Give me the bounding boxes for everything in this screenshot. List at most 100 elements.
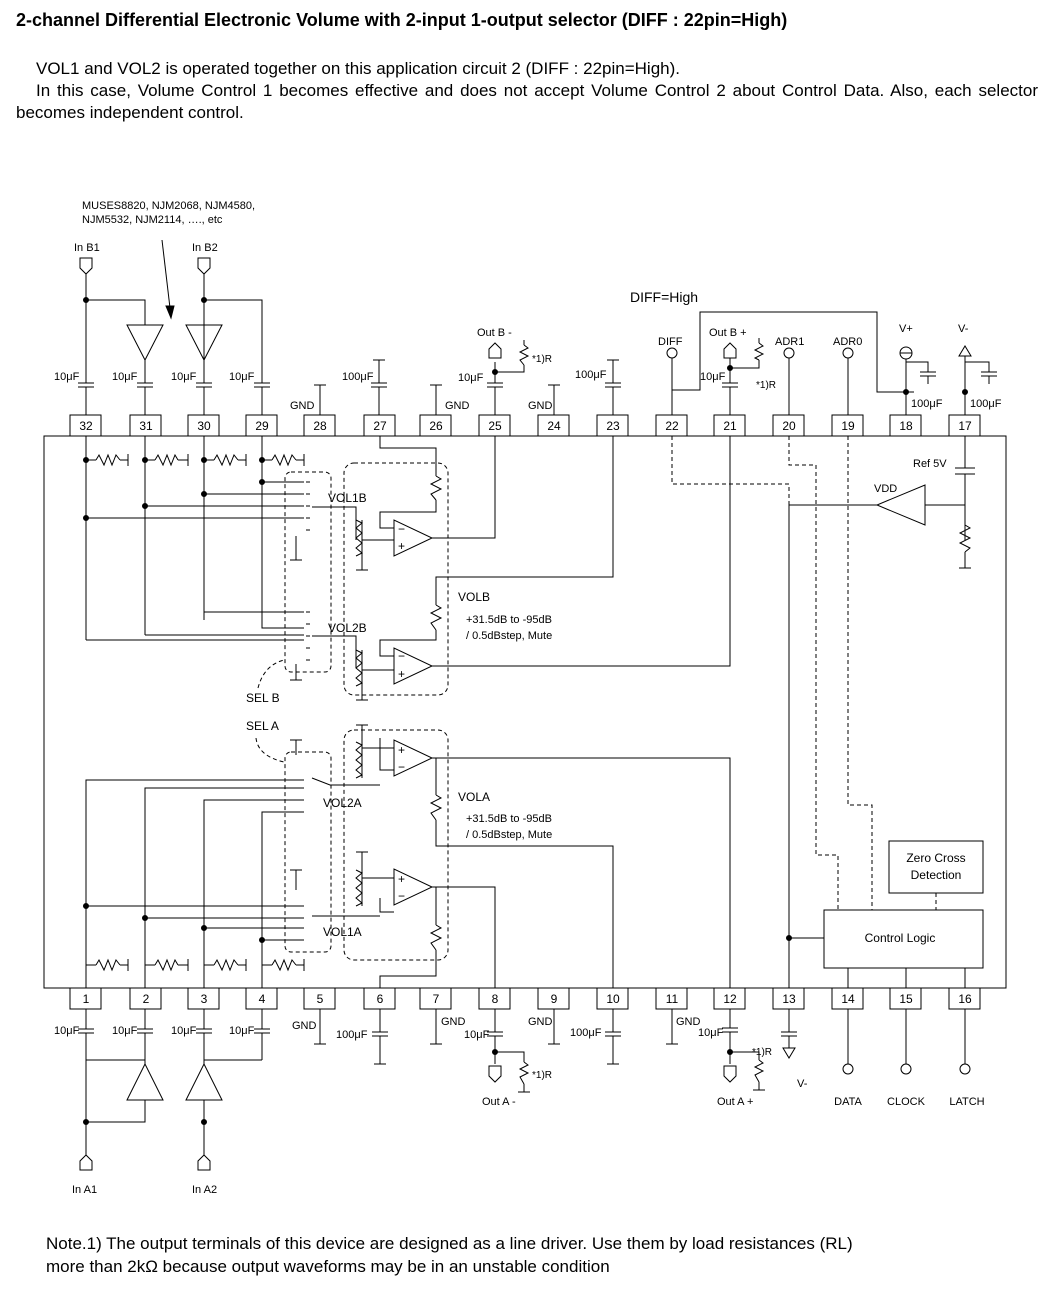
pin-28: 28 [313,419,327,433]
cap-27-label: 100μF [342,371,374,383]
out-a-plus-terminal [723,1065,737,1083]
cap-3-label: 10μF [171,1025,197,1037]
opamp-note-line-2: NJM5532, NJM2114, …., etc [82,214,223,226]
vminus-label: V- [958,323,969,335]
svg-text:−: − [398,889,405,903]
vola-step: / 0.5dBstep, Mute [466,829,552,841]
cap-21-label: 10μF [700,371,726,383]
pin-3: 3 [201,992,208,1006]
pin-32: 32 [79,419,93,433]
gnd-11-label: GND [676,1016,701,1028]
page-title: 2-channel Differential Electronic Volume… [16,10,788,30]
adr1-terminal [783,347,795,359]
cap-10-label: 100μF [570,1027,602,1039]
gnd-9-label: GND [528,1016,553,1028]
cap-32-label: 10μF [54,371,80,383]
pin-23: 23 [606,419,620,433]
pin-12: 12 [723,992,737,1006]
internal-wiring-control [671,436,975,988]
opamp-vol1a [393,868,434,906]
svg-text:−: − [398,522,405,536]
bottom-capacitors [78,1009,270,1060]
vol2a-label: VOL2A [323,796,362,810]
svg-text:+: + [398,743,405,757]
pin-24: 24 [547,419,561,433]
pin-8: 8 [492,992,499,1006]
diff-label: DIFF [658,336,683,348]
clock-label: CLOCK [887,1096,926,1108]
cap-25-label: 10μF [458,372,484,384]
pin-14: 14 [841,992,855,1006]
svg-text:−: − [398,649,405,663]
pin-27: 27 [373,419,387,433]
out-b-minus-label: Out B - [477,327,512,339]
volume-b-box [343,462,449,696]
cap-17-label: 100μF [970,398,1002,410]
opamp-note-arrowhead [165,305,175,320]
pin-21: 21 [723,419,737,433]
selector-a-box [284,751,332,953]
in-a2-terminal [197,1154,211,1171]
vdd-label: VDD [874,483,897,495]
pin-2: 2 [143,992,150,1006]
pin-7: 7 [433,992,440,1006]
out-a-minus-terminal [488,1065,502,1083]
pin-29: 29 [255,419,269,433]
ref5v-label: Ref 5V [913,458,947,470]
adr0-label: ADR0 [833,336,862,348]
svg-text:+: + [398,539,405,553]
vola-label: VOLA [458,790,490,804]
pin-25: 25 [488,419,502,433]
adr0-terminal [842,347,854,359]
intro-line-2: In this case, Volume Control 1 becomes e… [16,81,1038,122]
vola-range: +31.5dB to -95dB [466,813,552,825]
cap-29-label: 10μF [229,371,255,383]
top-capacitors [78,372,270,415]
cap-30-label: 10μF [171,371,197,383]
internal-wiring-a [83,739,380,988]
opamp-vol2a [393,739,434,777]
in-b1-wire [85,274,146,372]
data-label: DATA [834,1096,862,1108]
pin-15: 15 [899,992,913,1006]
cap-4-label: 10μF [229,1025,255,1037]
gnd-28-label: GND [290,400,315,412]
svg-text:−: − [398,760,405,774]
cap-12-label: 10μF [698,1027,724,1039]
out-b-minus-terminal [488,342,502,359]
in-b2-terminal [197,257,211,275]
volb-step: / 0.5dBstep, Mute [466,630,552,642]
cap-6-label: 100μF [336,1029,368,1041]
volb-range: +31.5dB to -95dB [466,614,552,626]
vminus-bottom-label: V- [797,1078,808,1090]
in-a1-label: In A1 [72,1184,97,1196]
vminus-terminal [958,345,972,357]
pin-18: 18 [899,419,913,433]
pin-6: 6 [377,992,384,1006]
latch-terminal [959,1063,971,1075]
in-a1-terminal [79,1154,93,1171]
volume-a-box [343,729,449,961]
vol1b-label: VOL1B [328,491,367,505]
pin-9: 9 [551,992,558,1006]
clock-terminal [900,1063,912,1075]
vplus-label: V+ [899,323,913,335]
opamp-note-arrow [161,239,171,309]
control-logic-box [823,909,984,969]
data-terminal [842,1063,854,1075]
opamp-note-line-1: MUSES8820, NJM2068, NJM4580, [82,200,255,212]
pin-22: 22 [665,419,679,433]
rl-25-label: *1)R [532,354,552,365]
gnd-5-label: GND [292,1020,317,1032]
in-b2-label: In B2 [192,242,218,254]
cap-23-label: 100μF [575,369,607,381]
cap-2-label: 10μF [112,1025,138,1037]
note-line-2: more than 2kΩ because output waveforms m… [46,1257,610,1276]
intro-line-1: VOL1 and VOL2 is operated together on th… [36,59,680,78]
rl-8-label: *1)R [532,1070,552,1081]
pin-5: 5 [317,992,324,1006]
diff-high-label: DIFF=High [630,289,698,305]
control-logic-label: Control Logic [865,931,936,945]
note-line-1: Note.1) The output terminals of this dev… [46,1234,853,1253]
